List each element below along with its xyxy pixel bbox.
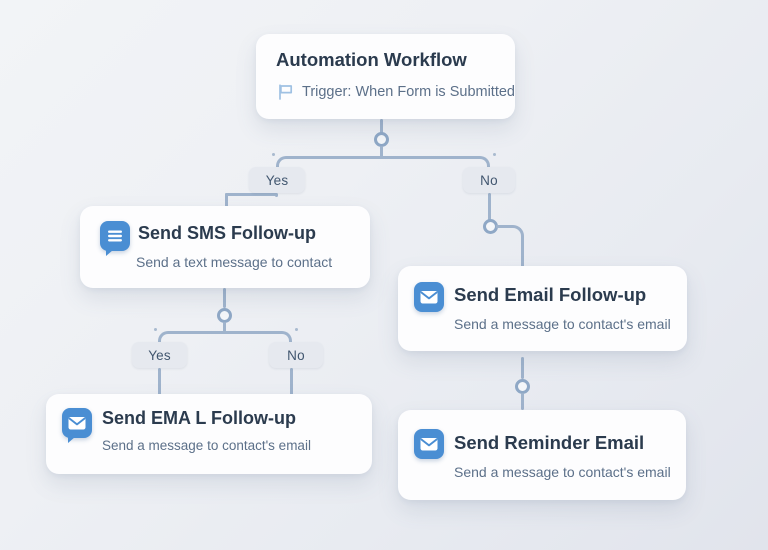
connector-branch2-node-down <box>223 322 226 332</box>
chat-bubble-icon <box>100 221 130 256</box>
sms-card-title: Send SMS Follow-up <box>138 223 316 243</box>
node-card-email-followup[interactable]: Send Email Follow-up Send a message to c… <box>398 266 687 351</box>
branch2-node-dot <box>217 308 232 323</box>
node-card-email-left[interactable]: Send EMA L Follow-up Send a message to c… <box>46 394 372 474</box>
envelope-icon <box>414 429 444 459</box>
email-followup-card-subtitle: Send a message to contact's email <box>454 316 671 332</box>
email-reminder-junction-dot <box>515 379 530 394</box>
connector-yes1-pill-down <box>275 193 278 197</box>
connector-email-to-reminder-upper <box>521 357 524 379</box>
email-left-card-subtitle: Send a message to contact's email <box>102 438 311 453</box>
node-card-reminder[interactable]: Send Reminder Email Send a message to co… <box>398 410 686 500</box>
email-followup-card-title: Send Email Follow-up <box>454 284 647 305</box>
reminder-card-title: Send Reminder Email <box>454 432 645 453</box>
branch2-no-label: No <box>287 347 305 363</box>
branch1-no-label: No <box>480 172 498 188</box>
connector-sms-to-branch2 <box>223 288 226 308</box>
connector-yes2-to-card <box>158 368 161 396</box>
sms-card-subtitle: Send a text message to contact <box>136 254 333 270</box>
branch2-yes-pill[interactable]: Yes <box>132 342 187 368</box>
envelope-icon <box>414 282 444 312</box>
connector-no1-elbow-to-email <box>496 225 524 270</box>
branch2-no-pill[interactable]: No <box>269 342 323 368</box>
branch1-no-pill[interactable]: No <box>463 167 515 193</box>
connector-trigger-to-branch1 <box>380 119 383 140</box>
reminder-card-subtitle: Send a message to contact's email <box>454 464 671 480</box>
connector-yes1-elbow <box>225 193 277 196</box>
trigger-card-title: Automation Workflow <box>276 49 467 70</box>
branch1-right-tip-dot <box>493 153 496 156</box>
branch2-bar <box>158 331 292 345</box>
branch2-yes-label: Yes <box>148 347 171 363</box>
flag-icon <box>276 82 296 107</box>
envelope-bubble-icon <box>62 408 92 443</box>
email-left-card-title: Send EMA L Follow-up <box>102 408 296 428</box>
branch1-left-tip-dot <box>272 153 275 156</box>
branch1-node-dot <box>374 132 389 147</box>
connector-branch1-node-down <box>380 146 383 158</box>
branch2-left-tip-dot <box>154 328 157 331</box>
branch1-yes-label: Yes <box>265 172 289 188</box>
node-card-trigger[interactable]: Automation Workflow Trigger: When Form i… <box>256 34 515 119</box>
connector-no2-to-card <box>290 368 293 396</box>
connector-yes1-to-sms <box>225 193 228 211</box>
branch1-bar <box>276 156 490 170</box>
branch1-yes-pill[interactable]: Yes <box>249 167 305 193</box>
trigger-card-subtitle: Trigger: When Form is Submitted <box>302 84 515 100</box>
node-card-sms[interactable]: Send SMS Follow-up Send a text message t… <box>80 206 370 288</box>
connector-no1-down <box>488 193 491 227</box>
branch2-right-tip-dot <box>295 328 298 331</box>
connector-email-to-reminder-lower <box>521 393 524 410</box>
